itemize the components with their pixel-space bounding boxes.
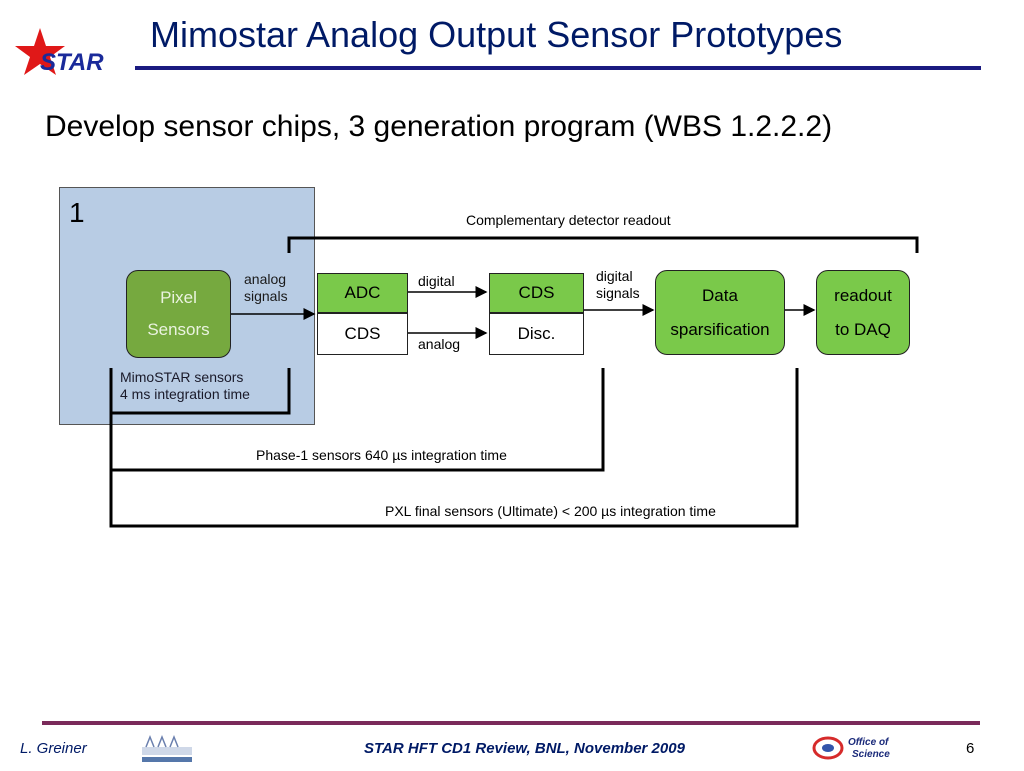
analog-signals-line-2: signals	[244, 287, 288, 304]
digital-signals-line-1: digital	[596, 268, 633, 284]
generation-1-number: 1	[69, 197, 85, 228]
office-logo-line-1: Office of	[848, 737, 890, 748]
digital-signals-label: digital signals	[596, 268, 640, 302]
pxl-bracket	[109, 368, 799, 528]
cds-left-block: CDS	[317, 313, 408, 355]
title-divider	[135, 66, 981, 70]
readout-to-daq-block: readout to DAQ	[816, 270, 910, 355]
pixel-sensors-line-2: Sensors	[147, 320, 210, 339]
mimostar-note-line-1: MimoSTAR sensors	[120, 369, 244, 385]
page-subtitle: Develop sensor chips, 3 generation progr…	[45, 110, 833, 143]
data-sparsification-line-1: Data	[702, 285, 738, 305]
mimostar-note: MimoSTAR sensors 4 ms integration time	[120, 369, 250, 403]
star-logo: STAR	[10, 22, 135, 82]
complementary-readout-label: Complementary detector readout	[466, 212, 671, 228]
analog-label: analog	[418, 336, 461, 352]
analog-signals-line-1: analog	[244, 271, 287, 287]
phase1-bracket	[109, 368, 605, 472]
pxl-note: PXL final sensors (Ultimate) < 200 µs in…	[385, 503, 716, 519]
office-of-science-logo: Office of Science	[812, 734, 904, 766]
star-logo-text: STAR	[40, 49, 104, 76]
readout-line-1: readout	[834, 285, 892, 305]
data-sparsification-block: Data sparsification	[655, 270, 785, 355]
readout-line-2: to DAQ	[835, 319, 891, 339]
disc-block: Disc.	[489, 313, 584, 355]
footer-event: STAR HFT CD1 Review, BNL, November 2009	[364, 740, 685, 757]
digital-signals-line-2: signals	[596, 284, 640, 301]
office-logo-line-2: Science	[852, 749, 890, 760]
data-sparsification-line-2: sparsification	[670, 319, 770, 339]
complementary-bracket	[287, 236, 919, 253]
page-number: 6	[966, 740, 975, 757]
phase1-note: Phase-1 sensors 640 µs integration time	[256, 447, 507, 463]
page-title: Mimostar Analog Output Sensor Prototypes	[150, 14, 843, 55]
adc-block: ADC	[317, 273, 408, 313]
pixel-sensors-block: Pixel Sensors	[126, 270, 231, 358]
mimostar-note-line-2: 4 ms integration time	[120, 385, 250, 402]
lab-logo	[140, 731, 196, 765]
analog-signals-label: analog signals	[244, 271, 288, 305]
digital-label: digital	[418, 273, 455, 289]
mimostar-bracket	[109, 368, 291, 415]
cds-right-block: CDS	[489, 273, 584, 313]
footer-author: L. Greiner	[20, 740, 87, 757]
pixel-sensors-line-1: Pixel	[160, 287, 197, 307]
footer-divider	[42, 721, 980, 725]
